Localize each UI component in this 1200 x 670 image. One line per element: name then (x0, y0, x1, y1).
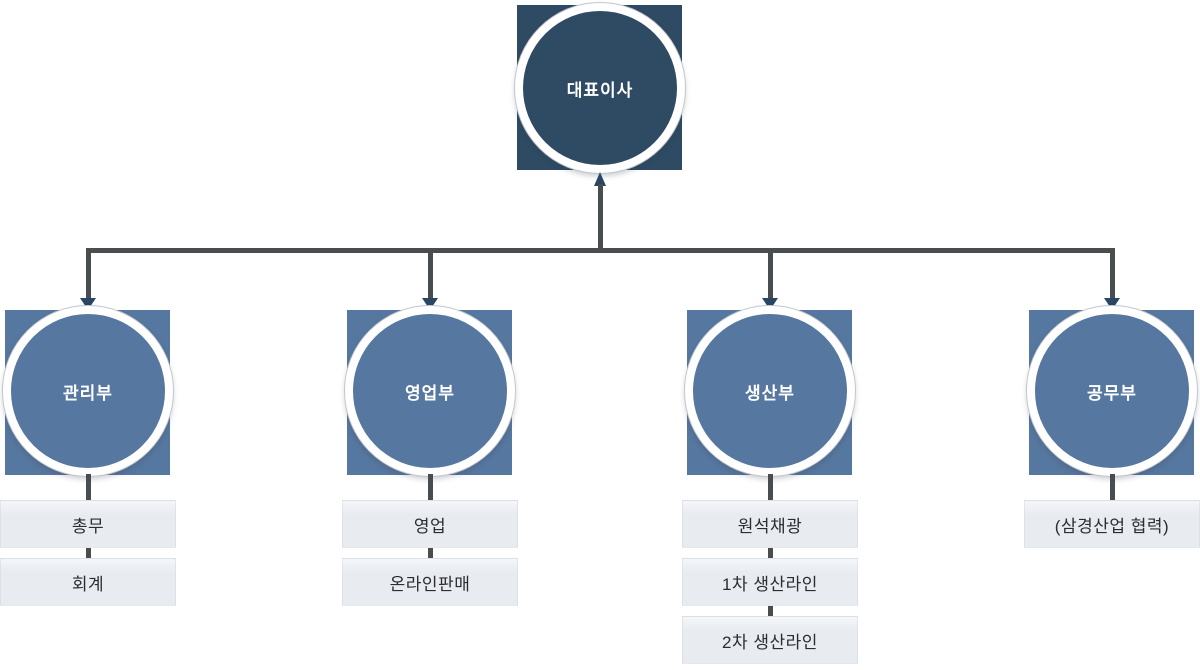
connector-branch-gongmu (1109, 250, 1115, 298)
sub-unit-online-sales: 온라인판매 (342, 558, 518, 606)
sub-unit-raw-stone-mining: 원석채광 (682, 500, 858, 548)
sub-unit-hoegye: 회계 (0, 558, 176, 606)
spine-saengsan (767, 474, 773, 640)
gongmu-label: 공무부 (1087, 383, 1137, 403)
connector-branch-saengsan (767, 250, 773, 298)
connector-branch-yeongeop (427, 250, 433, 298)
sub-unit-samgyeong-partnership: (삼경산업 협력) (1024, 500, 1200, 548)
ceo-label: 대표이사 (566, 80, 634, 100)
connector-branch-gwanri (85, 250, 91, 298)
connector-bus (85, 248, 1115, 253)
node-gwanri: 관리부 (3, 306, 173, 476)
sub-unit-chongmu: 총무 (0, 500, 176, 548)
node-saengsan: 생산부 (685, 306, 855, 476)
spine-gongmu (1109, 474, 1115, 524)
node-gongmu: 공무부 (1027, 306, 1197, 476)
connector-ceo (597, 184, 603, 250)
yeongeop-label: 영업부 (405, 383, 455, 403)
gwanri-label: 관리부 (63, 383, 113, 403)
sub-unit-line2: 2차 생산라인 (682, 616, 858, 664)
node-yeongeop: 영업부 (345, 306, 515, 476)
sub-unit-yeongeop: 영업 (342, 500, 518, 548)
saengsan-label: 생산부 (745, 383, 795, 403)
sub-unit-line1: 1차 생산라인 (682, 558, 858, 606)
node-ceo: 대표이사 (515, 3, 685, 173)
arrow-up-ceo (594, 172, 606, 186)
